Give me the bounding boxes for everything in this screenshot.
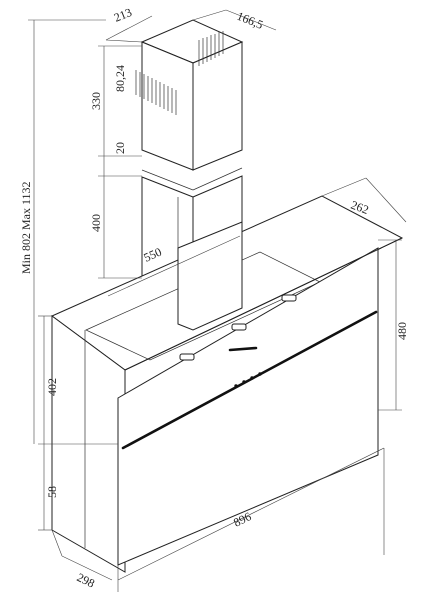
label-glass-depth: 262 [349,198,371,217]
label-vent-slot: 80,24 [113,65,127,92]
label-bottom-height: 58 [45,486,59,498]
dimension-labels: 213 166,5 80,24 330 20 400 550 262 480 4… [19,5,409,591]
label-glass-height: 480 [395,322,409,340]
label-body-height: 402 [45,378,59,396]
label-canopy-depth: 550 [142,245,164,265]
label-lower-chimney-height: 400 [89,214,103,232]
filter-clips [179,294,297,361]
hood-body [51,195,404,573]
overlap-line-right [192,167,243,191]
dimension-lines [28,9,407,592]
control-buttons [234,372,262,388]
chimney-right-face [192,41,243,171]
label-bottom-depth: 298 [75,570,97,590]
label-chimney-depth: 166,5 [235,9,265,32]
chimney-left-face [141,41,194,171]
upper-right-vent-slots [198,31,224,66]
label-total-height-range: Min 802 Max 1132 [19,181,33,274]
label-chimney-width: 213 [112,5,134,25]
glass-dark-stripe [121,310,378,450]
overlap-line-left [141,169,194,191]
upper-chimney [135,19,244,171]
control-strip [228,346,258,352]
chimney-base-overlay [177,221,243,331]
upper-left-vent-slots [135,70,177,115]
label-overlap: 20 [113,142,127,154]
label-upper-chimney-height: 330 [89,92,103,110]
glass-top-edge [124,237,403,371]
